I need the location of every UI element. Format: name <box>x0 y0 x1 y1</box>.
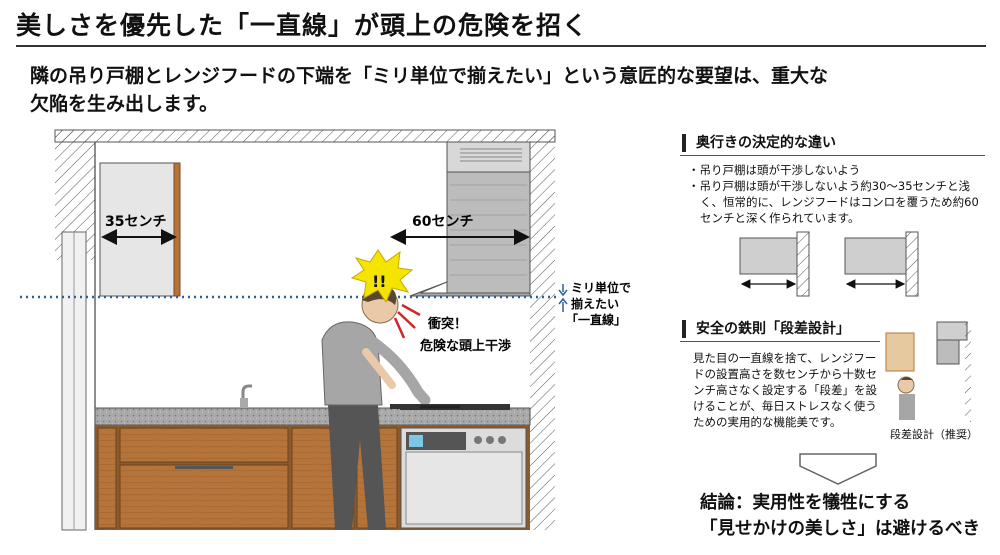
conclusion: 結論：実用性を犠牲にする 「見せかけの美しさ」は避けるべき <box>700 490 980 542</box>
safety-section-heading: 安全の鉄則「段差設計」 <box>682 320 850 338</box>
faucet <box>241 384 252 408</box>
page-subtitle: 隣の吊り戸棚とレンジフードの下端を「ミリ単位で揃えたい」という意匠的な要望は、重… <box>30 62 950 118</box>
depth-diagram-hood <box>844 231 919 297</box>
conclusion-line-1: 結論：実用性を犠牲にする <box>700 493 911 513</box>
depth-bullet-2: ・吊り戸棚は頭が干渉しないよう約30～35センチと浅く、恒常的に、レンジフードは… <box>688 179 979 225</box>
safety-section-body: 見た目の一直線を捨て、レンジフードの設置高さを数センチから十数センチ高さなく設定… <box>693 351 877 429</box>
right-wall <box>530 130 555 530</box>
stepped-design-diagram <box>885 321 971 422</box>
countertop <box>94 407 531 426</box>
impact-mark: !! <box>372 272 387 291</box>
alignment-label-3: 「一直線」 <box>566 312 626 327</box>
alignment-label-2: 揃えたい <box>571 296 619 311</box>
range-hood-body <box>446 171 531 297</box>
drawer-top <box>119 427 289 463</box>
down-arrow-icon <box>799 453 877 485</box>
depth-bullet-1: ・吊り戸棚は頭が干渉しないよう <box>688 163 861 177</box>
hood-depth-label: 60センチ <box>412 214 473 230</box>
cabinet-depth-label: 35センチ <box>105 214 166 230</box>
range-hood-lip <box>409 281 531 297</box>
person-figure <box>321 284 460 530</box>
collision-label-2: 危険な頭上干渉 <box>420 338 511 354</box>
title-divider <box>16 45 986 47</box>
subtitle-line-1: 隣の吊り戸棚とレンジフードの下端を「ミリ単位で揃えたい」という意匠的な要望は、重… <box>30 65 829 87</box>
depth-section-heading: 奥行きの決定的な違い <box>682 134 836 152</box>
impact-lines <box>393 303 421 339</box>
subtitle-line-2: 欠陥を生み出します。 <box>30 93 219 115</box>
depth-diagram-cabinet <box>739 231 810 297</box>
impact-burst <box>350 249 414 304</box>
conclusion-line-2: 「見せかけの美しさ」は避けるべき <box>700 519 980 539</box>
alignment-label-1: ミリ単位で <box>571 280 631 295</box>
depth-section-bullets: ・吊り戸棚は頭が干渉しないよう ・吊り戸棚は頭が干渉しないよう約30～35センチ… <box>688 162 988 226</box>
depth-section-rule <box>680 155 985 156</box>
stepped-design-caption: 段差設計（推奨） <box>890 428 978 441</box>
drawer-bottom <box>119 464 289 529</box>
safety-section-rule <box>680 341 880 342</box>
page-title: 美しさを優先した「一直線」が頭上の危険を招く <box>16 11 589 40</box>
collision-label-1: 衝突！ <box>427 316 467 332</box>
ceiling <box>54 129 556 143</box>
